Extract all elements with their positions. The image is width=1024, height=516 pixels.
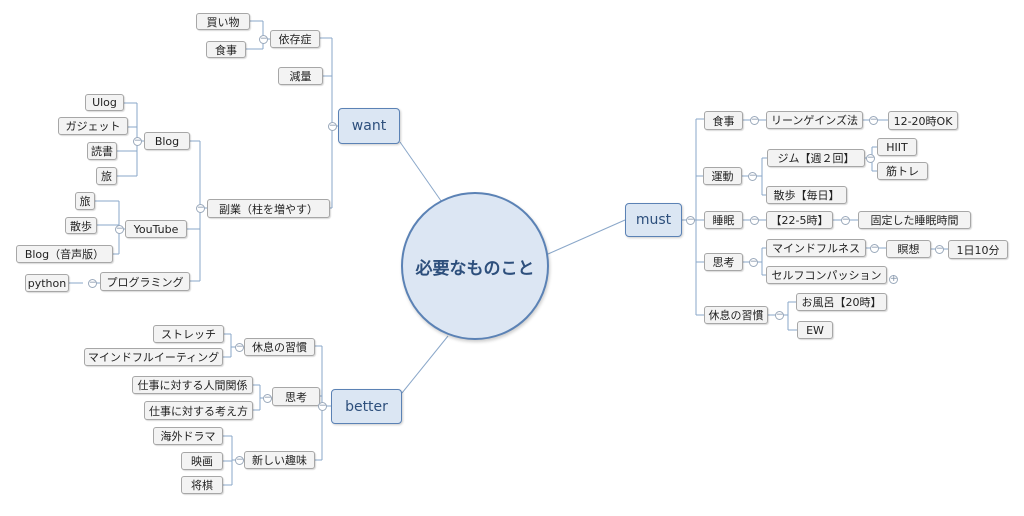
topic-genryo[interactable]: 減量	[278, 67, 323, 85]
topic-shokuji-must[interactable]: 食事	[704, 111, 743, 130]
topic-izonsho[interactable]: 依存症	[270, 30, 320, 48]
collapse-icon[interactable]: −	[115, 224, 124, 234]
topic-ulog[interactable]: Ulog	[85, 94, 124, 111]
link-shiko-b-children	[253, 384, 272, 411]
branch-must[interactable]: must	[625, 203, 682, 237]
topic-kyusoku-must[interactable]: 休息の習慣	[704, 306, 768, 324]
collapse-icon[interactable]: −	[263, 393, 272, 403]
topic-self-compassion[interactable]: セルフコンパッション	[766, 266, 887, 284]
topic-eiga[interactable]: 映画	[181, 452, 223, 470]
topic-undo[interactable]: 運動	[703, 167, 742, 185]
topic-shiko-better[interactable]: 思考	[272, 387, 320, 406]
link-shumi-children	[223, 435, 244, 486]
expand-icon[interactable]: +	[889, 274, 898, 284]
collapse-icon[interactable]: −	[750, 215, 759, 225]
collapse-icon[interactable]: −	[841, 215, 850, 225]
link-gym-children	[865, 146, 877, 172]
topic-yt-blog[interactable]: Blog（音声版）	[16, 245, 113, 263]
topic-mindfulness[interactable]: マインドフルネス	[766, 239, 866, 257]
topic-mindful-eating[interactable]: マインドフルイーティング	[84, 348, 223, 366]
topic-ningen[interactable]: 仕事に対する人間関係	[132, 376, 253, 394]
topic-youtube[interactable]: YouTube	[125, 220, 187, 238]
topic-hiit[interactable]: HIIT	[877, 138, 917, 156]
link-center-better	[401, 335, 449, 394]
topic-yt-tabi[interactable]: 旅	[75, 192, 95, 210]
topic-sleep-time[interactable]: 【22-5時】	[766, 211, 833, 229]
collapse-icon[interactable]: −	[88, 278, 97, 288]
topic-fukugyo[interactable]: 副業（柱を増やす）	[207, 199, 330, 218]
topic-shumi[interactable]: 新しい趣味	[244, 451, 315, 469]
branch-better[interactable]: better	[331, 389, 402, 424]
collapse-icon[interactable]: −	[935, 244, 944, 254]
topic-meiso[interactable]: 瞑想	[886, 240, 931, 258]
topic-programming[interactable]: プログラミング	[100, 272, 190, 291]
topic-kintore[interactable]: 筋トレ	[877, 162, 928, 180]
collapse-icon[interactable]: −	[235, 342, 244, 352]
topic-sanpo[interactable]: 散歩【毎日】	[766, 186, 847, 204]
collapse-icon[interactable]: −	[318, 401, 327, 411]
topic-ew[interactable]: EW	[797, 321, 833, 339]
topic-blog[interactable]: Blog	[144, 132, 190, 150]
link-center-want	[399, 141, 447, 209]
central-topic[interactable]: 必要なものこと	[401, 192, 549, 340]
collapse-icon[interactable]: −	[748, 171, 757, 181]
topic-ofuro[interactable]: お風呂【20時】	[796, 293, 887, 311]
topic-shogi[interactable]: 将棋	[181, 476, 223, 494]
link-kyusoku-b-children	[223, 333, 244, 358]
topic-kotei[interactable]: 固定した睡眠時間	[858, 211, 971, 229]
collapse-icon[interactable]: −	[869, 115, 878, 125]
topic-lean-time[interactable]: 12-20時OK	[888, 111, 958, 130]
topic-tabi[interactable]: 旅	[96, 167, 117, 185]
topic-lean[interactable]: リーンゲインズ法	[766, 111, 863, 129]
topic-stretch[interactable]: ストレッチ	[153, 325, 224, 343]
collapse-icon[interactable]: −	[196, 203, 205, 213]
collapse-icon[interactable]: −	[259, 34, 268, 44]
link-center-must	[547, 219, 626, 255]
topic-kyusoku-better[interactable]: 休息の習慣	[244, 338, 315, 356]
collapse-icon[interactable]: −	[235, 455, 244, 465]
topic-drama[interactable]: 海外ドラマ	[153, 427, 223, 445]
topic-suimin[interactable]: 睡眠	[704, 211, 743, 229]
topic-kangae[interactable]: 仕事に対する考え方	[144, 401, 253, 420]
collapse-icon[interactable]: −	[749, 257, 758, 267]
topic-python[interactable]: python	[25, 274, 69, 292]
collapse-icon[interactable]: −	[133, 136, 142, 146]
topic-shiko-must[interactable]: 思考	[704, 253, 743, 271]
topic-dokusho[interactable]: 読書	[87, 142, 117, 160]
topic-shokuji-want[interactable]: 食事	[206, 41, 246, 58]
topic-meiso-time[interactable]: 1日10分	[948, 240, 1008, 259]
topic-kaimono[interactable]: 買い物	[196, 13, 250, 30]
branch-want[interactable]: want	[338, 108, 400, 144]
collapse-icon[interactable]: −	[328, 121, 337, 131]
collapse-icon[interactable]: −	[686, 215, 695, 225]
topic-gadget[interactable]: ガジェット	[58, 117, 128, 135]
collapse-icon[interactable]: −	[870, 243, 879, 253]
collapse-icon[interactable]: −	[866, 153, 875, 163]
collapse-icon[interactable]: −	[750, 115, 759, 125]
link-izonsho-children	[246, 20, 270, 50]
topic-gym[interactable]: ジム【週２回】	[767, 149, 865, 167]
collapse-icon[interactable]: −	[775, 310, 784, 320]
topic-yt-sanpo[interactable]: 散歩	[65, 217, 97, 234]
